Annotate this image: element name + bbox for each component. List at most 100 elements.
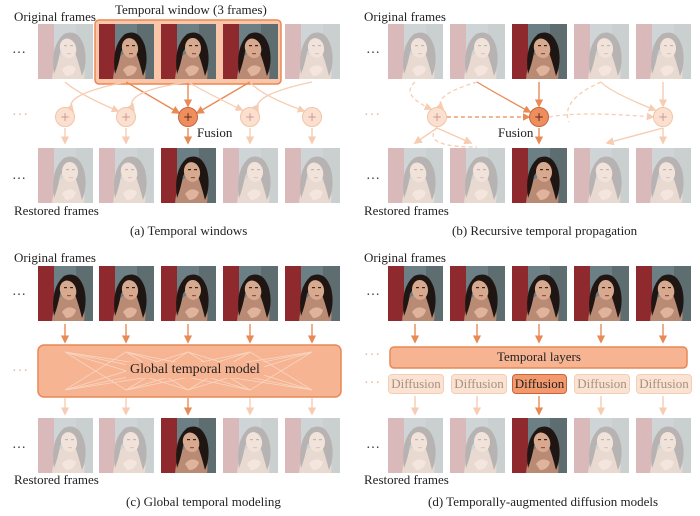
video-frame [161,24,216,79]
portrait-frame-image [38,148,93,203]
portrait-frame-image [450,24,505,79]
video-frame [99,24,154,79]
video-frame [388,266,443,321]
video-frame [450,266,505,321]
propagation-node: + [427,107,447,127]
portrait-frame-image [388,24,443,79]
curved-arrow [476,81,532,113]
portrait-frame-image [574,148,629,203]
restored-frames-label-c: Restored frames [14,472,99,487]
temporal-window-label: Temporal window (3 frames) [115,2,267,17]
video-frame [161,148,216,203]
ellipsis-b-mid: ··· [364,108,381,123]
portrait-frame-image [223,418,278,473]
portrait-frame-image [223,148,278,203]
video-frame [223,266,278,321]
window-arrow [195,81,251,114]
arrow [413,127,438,144]
curved-arrow [548,112,655,121]
ellipsis-d-bot: … [366,437,381,452]
curved-arrow [566,81,602,123]
video-frame [636,148,691,203]
global-connection [64,351,127,391]
original-frames-label-c: Original frames [14,250,96,265]
portrait-frame-image [161,148,216,203]
video-frame [285,266,340,321]
portrait-frame-image [285,418,340,473]
video-frame [223,24,278,79]
curved-arrow [251,81,313,113]
ellipsis-c-mid: ··· [12,364,29,379]
video-frame [636,266,691,321]
portrait-frame-image [99,148,154,203]
video-frame [574,24,629,79]
portrait-frame-image [512,418,567,473]
portrait-frame-image [388,418,443,473]
original-frames-label-b: Original frames [364,9,446,24]
video-frame [450,24,505,79]
portrait-frame-image [450,148,505,203]
caption-d: (d) Temporally-augmented diffusion model… [428,494,659,509]
portrait-frame-image [99,266,154,321]
video-frame [512,418,567,473]
portrait-frame-image [574,266,629,321]
restored-frames-label-a: Restored frames [14,203,99,218]
portrait-frame-image [636,148,691,203]
portrait-frame-image [285,24,340,79]
fusion-node: + [178,107,198,127]
portrait-frame-image [636,266,691,321]
propagation-node: + [653,107,673,127]
original-frames-label-a: Original frames [14,9,96,24]
video-frame [38,24,93,79]
video-frame [223,148,278,203]
ellipsis-b-bot: … [366,168,381,183]
temporal-layers-box [389,346,688,369]
portrait-frame-image [388,148,443,203]
temporal-layers-label: Temporal layers [497,349,581,364]
portrait-frame-image [450,266,505,321]
video-frame [388,418,443,473]
video-frame [512,266,567,321]
video-frame [99,148,154,203]
curved-arrow [187,81,244,111]
video-frame [574,418,629,473]
portrait-frame-image [38,24,93,79]
ellipsis-d-mid1: ··· [364,348,381,363]
global-temporal-model-label: Global temporal model [126,362,264,378]
video-frame [450,148,505,203]
portrait-frame-image [574,24,629,79]
fusion-node: + [55,107,75,127]
ellipsis-a-top: … [12,42,27,57]
ellipsis-a-mid: ··· [12,108,29,123]
diffusion-block: Diffusion [451,374,507,394]
curved-arrow [600,81,657,112]
video-frame [161,418,216,473]
portrait-frame-image [223,266,278,321]
curved-arrow [432,126,478,148]
restored-frames-label-d: Restored frames [364,472,449,487]
portrait-frame-image [38,418,93,473]
portrait-frame-image [161,24,216,79]
curved-arrow [127,81,189,112]
original-frames-label-d: Original frames [364,250,446,265]
curved-arrow [435,81,478,111]
portrait-frame-image [512,266,567,321]
ellipsis-c-top: … [12,284,27,299]
video-frame [450,418,505,473]
video-frame [285,24,340,79]
diffusion-block: Diffusion [388,374,444,394]
portrait-frame-image [99,24,154,79]
video-frame [512,24,567,79]
fusion-node: + [116,107,136,127]
portrait-frame-image [38,266,93,321]
ellipsis-a-bot: … [12,168,27,183]
video-frame [99,418,154,473]
curved-arrow [64,81,120,113]
portrait-frame-image [161,266,216,321]
ellipsis-d-mid2: ··· [364,376,381,391]
portrait-frame-image [223,24,278,79]
video-frame [38,266,93,321]
fusion-label-b: Fusion [498,125,534,140]
portrait-frame-image [636,418,691,473]
